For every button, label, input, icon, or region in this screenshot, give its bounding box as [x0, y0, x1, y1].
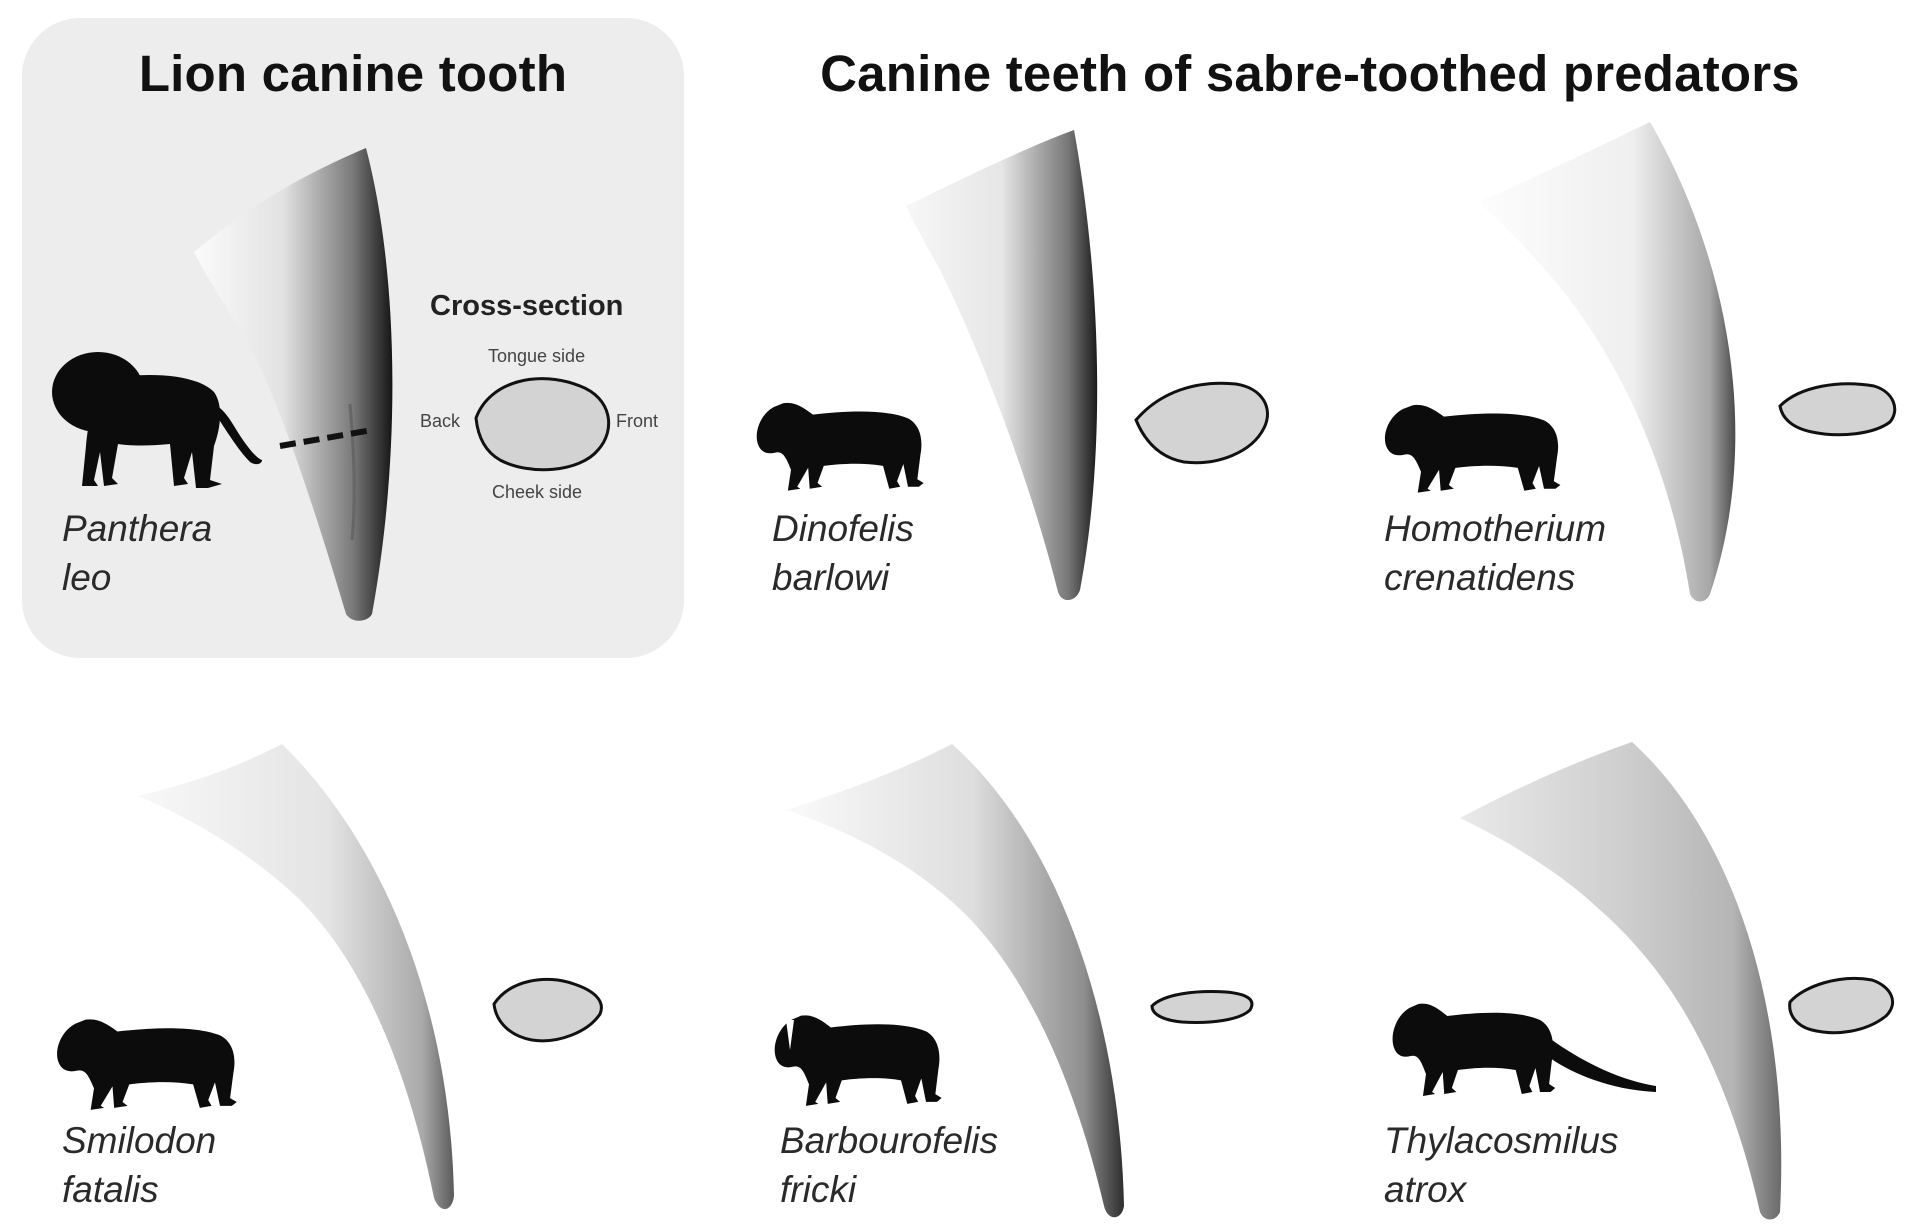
- dinofelis-cross-section: [1134, 381, 1269, 465]
- species-genus: Homotherium: [1384, 508, 1607, 549]
- thylacosmilus-cross-section: [1788, 976, 1894, 1035]
- lion-silhouette: [52, 352, 262, 488]
- species-epithet: atrox: [1384, 1169, 1467, 1210]
- species-genus: Smilodon: [62, 1120, 217, 1161]
- species-epithet: fricki: [780, 1169, 857, 1210]
- barbourofelis-tooth: [786, 744, 1124, 1218]
- species-genus: Dinofelis: [772, 508, 914, 549]
- lion-panel-title: Lion canine tooth: [138, 45, 568, 102]
- species-genus: Panthera: [62, 508, 213, 549]
- species-label-homotherium-crenatidens: Homotherium crenatidens: [1384, 504, 1606, 602]
- thylacosmilus-silhouette: [1392, 1003, 1656, 1096]
- sabre-panel-title: Canine teeth of sabre-toothed predators: [820, 45, 1800, 102]
- lion-tooth: [194, 148, 393, 621]
- cross-section-front-label: Front: [616, 411, 659, 431]
- species-label-panthera-leo: Panthera leo: [62, 504, 212, 602]
- cross-section-tongue-label: Tongue side: [488, 346, 586, 366]
- species-genus: Barbourofelis: [780, 1120, 999, 1161]
- species-epithet: fatalis: [62, 1169, 159, 1210]
- dinofelis-tooth: [906, 130, 1098, 601]
- barbourofelis-silhouette: [774, 1015, 942, 1106]
- homotherium-cross-section: [1778, 382, 1897, 437]
- lion-cross-section-outline: [474, 377, 611, 472]
- species-label-smilodon-fatalis: Smilodon fatalis: [62, 1116, 216, 1214]
- species-epithet: barlowi: [772, 557, 890, 598]
- homotherium-silhouette: [1384, 404, 1561, 493]
- species-epithet: leo: [62, 557, 112, 598]
- species-genus: Thylacosmilus: [1384, 1120, 1619, 1161]
- barbourofelis-cross-section: [1150, 990, 1254, 1024]
- section-line: [279, 427, 373, 449]
- species-label-barbourofelis-fricki: Barbourofelis fricki: [780, 1116, 998, 1214]
- homotherium-tooth: [1478, 122, 1736, 602]
- cross-section-title: Cross-section: [430, 290, 624, 322]
- thylacosmilus-tooth: [1460, 742, 1782, 1220]
- cross-section-cheek-label: Cheek side: [492, 482, 583, 502]
- species-epithet: crenatidens: [1384, 557, 1576, 598]
- smilodon-tooth: [138, 744, 454, 1210]
- dinofelis-silhouette: [756, 402, 924, 491]
- smilodon-cross-section: [492, 977, 603, 1043]
- species-label-thylacosmilus-atrox: Thylacosmilus atrox: [1384, 1116, 1618, 1214]
- cross-section-back-label: Back: [420, 411, 461, 431]
- smilodon-silhouette: [57, 1019, 237, 1110]
- species-label-dinofelis-barlowi: Dinofelis barlowi: [772, 504, 914, 602]
